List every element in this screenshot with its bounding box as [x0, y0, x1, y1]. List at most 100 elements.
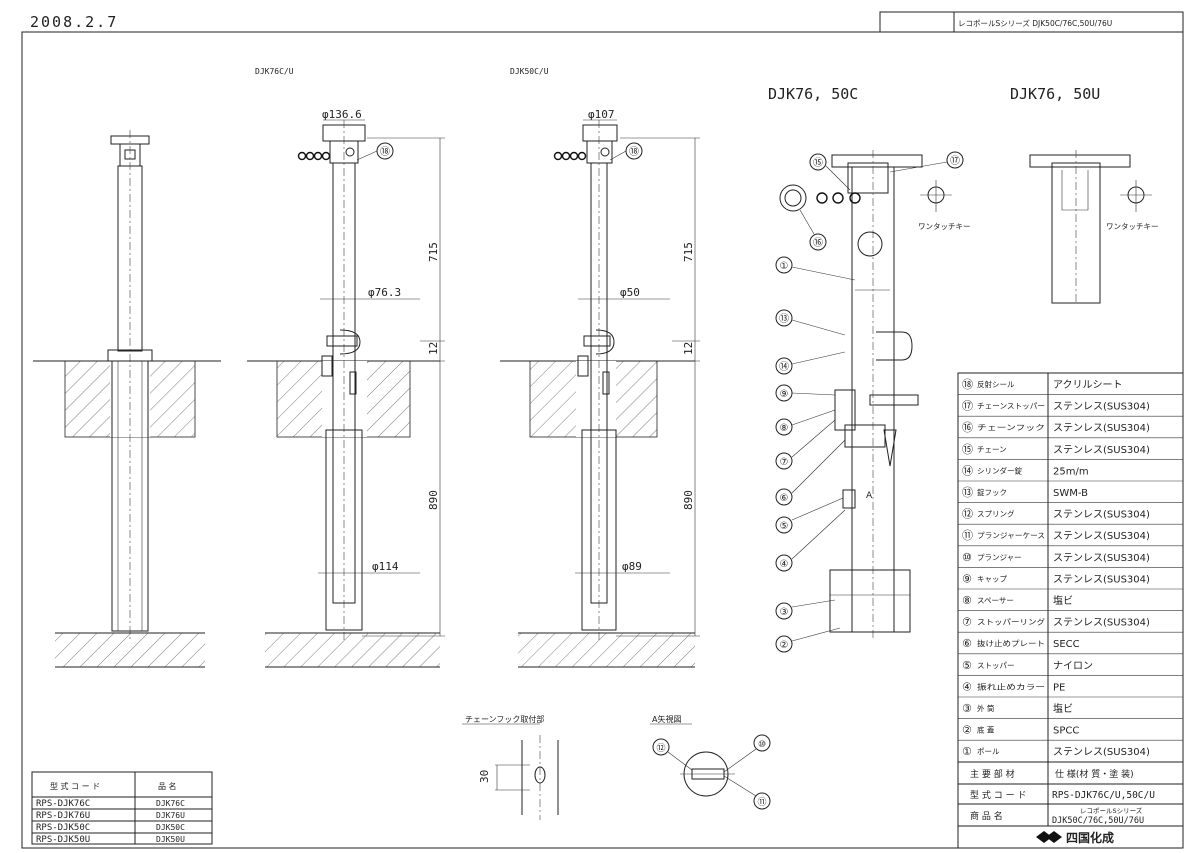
part-material: SECC [1053, 639, 1080, 650]
dimension-lines-76 [318, 119, 445, 637]
part-number: ③ [962, 702, 972, 715]
marker-a: A [866, 491, 873, 501]
view-title-detail-u: DJK76, 50U [1010, 85, 1100, 103]
part-number: ④ [962, 680, 972, 693]
svg-text:⑧: ⑧ [780, 423, 789, 434]
part-number: ⑰ [962, 400, 973, 413]
svg-text:⑰: ⑰ [950, 155, 960, 167]
part-number: ⑭ [962, 464, 973, 477]
parts-table-row: ⑥ 抜け止めプレート SECC [962, 637, 1080, 650]
header-cell-title [953, 11, 1184, 33]
part-name: プランジャーケース [977, 531, 1045, 540]
part-material: ステンレス(SUS304) [1053, 510, 1150, 521]
footer-label-model-code: 型 式 コ ー ド [970, 789, 1026, 801]
dim-height-890-50: 890 [682, 490, 695, 510]
arrow-view-a-title: A矢視図 [652, 714, 681, 724]
one-touch-key-label-c: ワンタッチキー [918, 222, 971, 231]
part-number: ⑱ [962, 378, 973, 391]
footer-value-series: レコポールSシリーズ [1080, 806, 1143, 815]
part-material: ステンレス(SUS304) [1053, 402, 1150, 413]
model-row-3-name: DJK50C [156, 823, 185, 832]
part-name: プランジャー [977, 553, 1022, 562]
part-number: ⑫ [962, 508, 973, 521]
model-table-head-name: 品 名 [158, 781, 177, 791]
svg-text:⑯: ⑯ [813, 237, 823, 249]
part-material: 塩ビ [1053, 702, 1073, 715]
part-number: ① [962, 745, 972, 758]
part-material: アクリルシート [1053, 379, 1123, 391]
dimension-lines-50 [575, 119, 700, 637]
part-number: ② [962, 724, 972, 737]
svg-text:⑥: ⑥ [780, 493, 789, 504]
svg-text:②: ② [780, 640, 789, 651]
svg-text:④: ④ [780, 559, 789, 570]
footer-value-product: DJK50C/76C,50U/76U [1052, 816, 1144, 826]
part-number: ⑯ [962, 421, 973, 434]
part-name: シリンダー錠 [977, 465, 1022, 475]
part-number: ⑬ [962, 486, 973, 499]
part-name: 外 筒 [977, 703, 995, 713]
part-number: ⑧ [962, 594, 972, 607]
svg-text:⑨: ⑨ [780, 389, 789, 400]
part-name: スペーサー [977, 596, 1014, 605]
part-name: チェーン [977, 445, 1007, 454]
svg-text:⑩: ⑩ [758, 740, 766, 750]
pole-50-elevation [518, 120, 695, 668]
model-table-head-code: 型 式 コ ー ド [50, 781, 100, 791]
part-material: 塩ビ [1053, 594, 1073, 607]
part-name: キャップ [977, 574, 1007, 583]
footer-value-model-code: RPS-DJK76C/U,50C/U [1052, 790, 1155, 801]
part-material: ステンレス(SUS304) [1053, 423, 1150, 434]
arrow-view-a-detail: ⑫ ⑩ ⑪ [652, 734, 771, 810]
parts-table-row: ⑱ 反射シール アクリルシート [962, 378, 1123, 391]
parts-table-row: ⑩ プランジャー ステンレス(SUS304) [962, 551, 1150, 564]
model-row-2-code: RPS-DJK76U [36, 811, 90, 821]
part-material: ステンレス(SUS304) [1053, 553, 1150, 564]
part-material: ステンレス(SUS304) [1053, 618, 1150, 629]
part-name: 反射シール [977, 379, 1015, 389]
chain-hook-part-title: チェーンフック取付部 [465, 714, 544, 724]
dim-dia-76: φ76.3 [368, 286, 401, 299]
svg-text:⑬: ⑬ [779, 313, 789, 325]
part-number: ⑥ [962, 637, 972, 650]
part-name: 底 蓋 [977, 725, 995, 735]
detail-c-drawing [779, 150, 952, 640]
part-material: ステンレス(SUS304) [1053, 574, 1150, 585]
model-row-4-code: RPS-DJK50U [36, 835, 90, 845]
part-number: ⑮ [962, 443, 973, 456]
part-material: ステンレス(SUS304) [1053, 445, 1150, 456]
part-material: 25m/m [1053, 466, 1089, 477]
parts-table-grid [957, 372, 1184, 849]
part-name: 抜け止めプレート [977, 638, 1045, 648]
part-number: ⑦ [962, 616, 972, 629]
dim-height-715-50: 715 [682, 242, 695, 262]
part-material: SPCC [1053, 726, 1079, 737]
footer-value-spec: 仕 様(材 質・塗 装) [1055, 768, 1134, 780]
chain-hook-detail [495, 735, 559, 820]
detail-callouts: ① ② ③ ④ ⑤ ⑥ ⑦ ⑧ ⑨ ⑬ ⑭ ⑮ ⑯ ⑰ [775, 151, 964, 653]
parts-table-row: ⑮ チェーン ステンレス(SUS304) [962, 443, 1150, 456]
part-number: ⑩ [962, 551, 972, 564]
sheet-border [21, 31, 1184, 849]
dim-height-890-76: 890 [427, 490, 440, 510]
dim-height-715-76: 715 [427, 242, 440, 262]
dim-dia-136: φ136.6 [322, 108, 362, 121]
series-title: レコポールSシリーズ DJK50C/76C,50U/76U [958, 18, 1112, 28]
part-number: ⑤ [962, 659, 972, 672]
footer-label-parts: 主 要 部 材 [970, 768, 1015, 780]
svg-text:⑦: ⑦ [780, 457, 789, 468]
svg-text:③: ③ [780, 607, 789, 618]
pole-76-elevation [265, 120, 440, 668]
svg-text:①: ① [780, 261, 789, 272]
svg-text:⑪: ⑪ [757, 797, 766, 808]
dim-height-30: 30 [478, 770, 491, 783]
svg-text:⑭: ⑭ [779, 361, 789, 373]
